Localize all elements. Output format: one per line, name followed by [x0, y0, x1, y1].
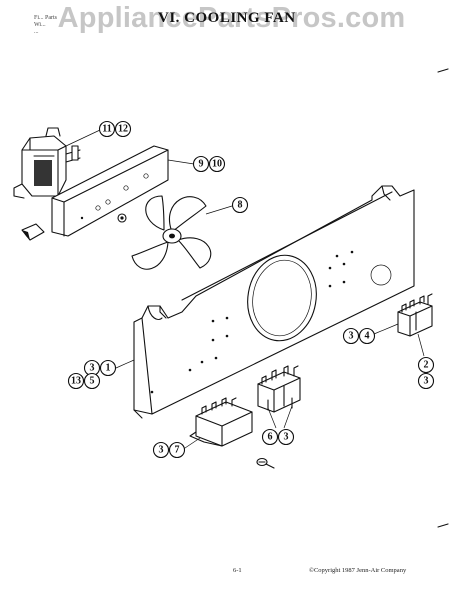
callout-switch-right-below: 2 3 — [417, 356, 435, 390]
switch-block-right — [397, 293, 433, 337]
fan-blade — [131, 195, 212, 270]
leader-transformer — [181, 437, 201, 451]
callout-panel-bottom: 13 5 — [67, 372, 101, 390]
callout-fan-blade: 8 — [231, 196, 249, 214]
header-note-line-2: Wi... — [34, 22, 46, 28]
leader-switch-middle-a — [267, 407, 277, 429]
callout-number: 3 — [90, 363, 95, 374]
margin-tick-top — [437, 68, 449, 73]
callout-number: 3 — [424, 376, 429, 387]
callout-number: 3 — [284, 432, 289, 443]
callout-number: 6 — [268, 432, 273, 443]
motor-bracket — [51, 145, 169, 237]
callout-number: 10 — [212, 159, 222, 170]
callout-switch-right: 3 4 — [342, 327, 376, 345]
callout-number: 1 — [106, 363, 111, 374]
callout-number: 3 — [159, 445, 164, 456]
callout-number: 4 — [365, 331, 370, 342]
callout-transformer: 3 7 — [152, 441, 186, 459]
callout-panel-top: 3 1 — [83, 359, 117, 377]
main-panel — [133, 185, 415, 419]
leader-panel — [115, 359, 135, 369]
motor-clip — [21, 223, 45, 241]
watermark: AppliancePartsPros.com — [57, 2, 406, 34]
page-number: 6-1 — [233, 567, 242, 574]
leader-fan-blade — [205, 205, 233, 215]
transformer — [189, 397, 253, 447]
header-note-line-1: Fi... Parts — [34, 15, 58, 21]
leader-switch-right — [373, 323, 399, 335]
callout-number: 11 — [102, 124, 111, 135]
callout-number: 9 — [199, 159, 204, 170]
header-note-line-3: ... — [34, 29, 39, 35]
screw — [256, 457, 275, 469]
switch-block-middle — [257, 365, 301, 413]
diagram-title: VI. COOLING FAN — [158, 10, 296, 26]
callout-motor: 11 12 — [98, 120, 132, 138]
callout-number: 8 — [238, 200, 243, 211]
leader-switch-right-below — [417, 333, 425, 357]
callout-bracket: 9 10 — [192, 155, 226, 173]
leader-switch-middle-b — [283, 405, 293, 429]
leader-bracket — [167, 159, 195, 165]
callout-number: 13 — [71, 376, 81, 387]
margin-tick-bottom — [437, 523, 449, 528]
callout-number: 7 — [175, 445, 180, 456]
nut — [117, 213, 127, 223]
fan-motor — [13, 127, 81, 199]
callout-number: 5 — [90, 376, 95, 387]
leader-motor — [65, 129, 101, 147]
callout-number: 12 — [118, 124, 128, 135]
callout-number: 2 — [424, 360, 429, 371]
callout-switch-middle: 6 3 — [261, 428, 295, 446]
copyright-notice: ©Copyright 1987 Jenn-Air Company — [309, 567, 407, 574]
callout-number: 3 — [349, 331, 354, 342]
